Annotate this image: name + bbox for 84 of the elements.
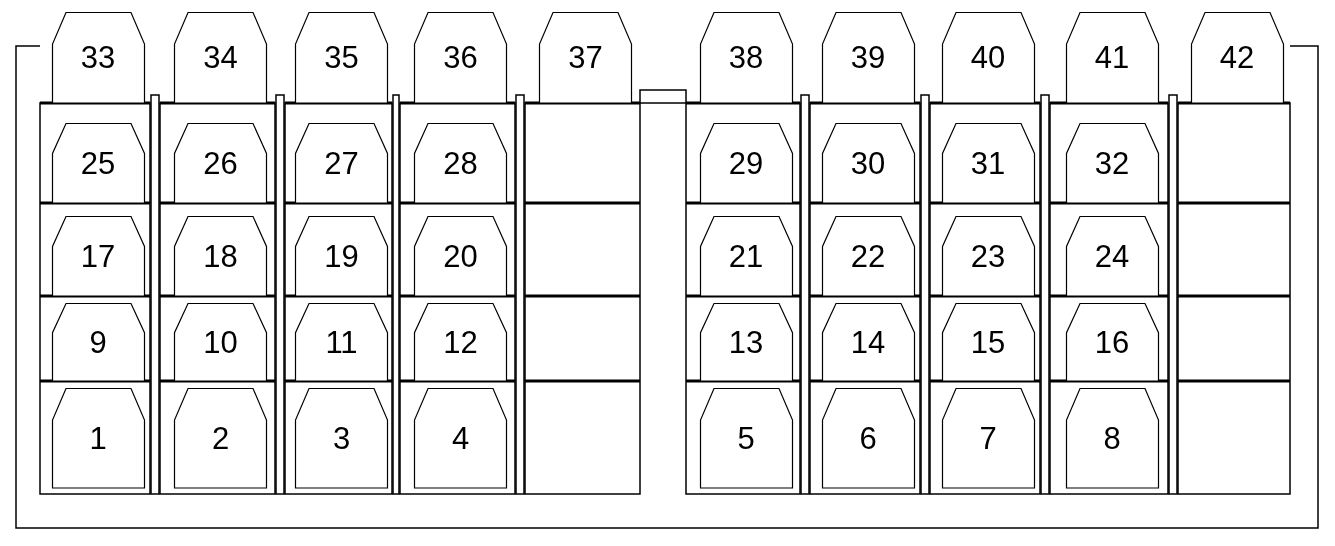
bin-label: [1065, 123, 1159, 203]
bin-number: 15: [970, 326, 1006, 358]
bin-number: 9: [89, 326, 107, 358]
bin-number: 5: [737, 422, 755, 454]
bin-number: 26: [203, 147, 238, 179]
bin-label: [295, 216, 388, 296]
bin-label: [1065, 12, 1159, 103]
bin-number: 8: [1103, 422, 1121, 454]
bin-number: 7: [979, 422, 997, 454]
bin-number: 41: [1094, 42, 1130, 73]
bin-label: [941, 388, 1035, 488]
bin-number: 36: [443, 42, 478, 73]
bin-number: 27: [324, 147, 359, 179]
bin-number: 31: [970, 147, 1006, 179]
bin-number: 16: [1094, 326, 1130, 358]
bin-number: 40: [970, 42, 1006, 73]
bin-number: 22: [850, 240, 886, 272]
bin-number: 12: [443, 326, 478, 358]
bin-label: [821, 216, 915, 296]
bin-number: 6: [859, 422, 877, 454]
bin-number: 29: [728, 147, 764, 179]
bin-number: 38: [728, 42, 764, 73]
bin-label: [941, 123, 1035, 203]
bin-number: 35: [324, 42, 359, 73]
bin-label: [295, 12, 388, 103]
bin-label: [295, 388, 388, 488]
bin-number: 34: [203, 42, 238, 73]
bin-label: [295, 303, 388, 381]
bin-label: [1065, 216, 1159, 296]
bin-label: [1065, 303, 1159, 381]
bin-number: 21: [728, 240, 764, 272]
bin-label: [51, 388, 145, 488]
bin-number: 39: [850, 42, 886, 73]
bin-number: 3: [332, 422, 351, 454]
bin-label: [174, 12, 267, 103]
bin-number: 20: [443, 240, 478, 272]
bin-label: [699, 388, 793, 488]
bin-label: [414, 303, 507, 381]
bin-label: [821, 303, 915, 381]
bin-label: [699, 123, 793, 203]
bin-label: [1190, 12, 1284, 103]
bin-number: 30: [850, 147, 886, 179]
bin-number: 13: [728, 326, 764, 358]
bin-label: [699, 216, 793, 296]
bin-label: [51, 303, 145, 381]
bin-number: 18: [203, 240, 238, 272]
bin-number: 24: [1094, 240, 1130, 272]
bin-number: 33: [80, 42, 116, 73]
bin-label: [821, 123, 915, 203]
bin-label: [699, 12, 793, 103]
bin-label: [414, 123, 507, 203]
bin-label: [174, 123, 267, 203]
bin-number: 23: [970, 240, 1006, 272]
bin-label: [51, 123, 145, 203]
bin-number: 28: [443, 147, 478, 179]
bin-label: [414, 388, 507, 488]
bin-number: 10: [203, 326, 238, 358]
bin-number: 37: [568, 42, 603, 73]
bin-number: 42: [1219, 42, 1255, 73]
bin-label: [51, 12, 145, 103]
bin-number: 19: [324, 240, 359, 272]
bin-number: 32: [1094, 147, 1130, 179]
bin-label: [821, 388, 915, 488]
bin-number: 11: [325, 326, 358, 358]
bin-number: 4: [451, 422, 470, 454]
bin-label: [174, 216, 267, 296]
bin-number: 14: [850, 326, 886, 358]
bin-label: [941, 303, 1035, 381]
bin-label: [51, 216, 145, 296]
bin-number: 2: [211, 422, 230, 454]
bin-label: [539, 12, 632, 103]
bin-label: [174, 388, 267, 488]
bin-label: [414, 12, 507, 103]
bin-label: [699, 303, 793, 381]
bin-label: [295, 123, 388, 203]
bin-label: [941, 12, 1035, 103]
bin-label: [414, 216, 507, 296]
bin-label: [1065, 388, 1159, 488]
bin-number: 17: [80, 240, 116, 272]
bin-label: [941, 216, 1035, 296]
bin-label: [821, 12, 915, 103]
bin-number: 1: [89, 422, 107, 454]
bin-label: [174, 303, 267, 381]
bin-number: 25: [80, 147, 116, 179]
